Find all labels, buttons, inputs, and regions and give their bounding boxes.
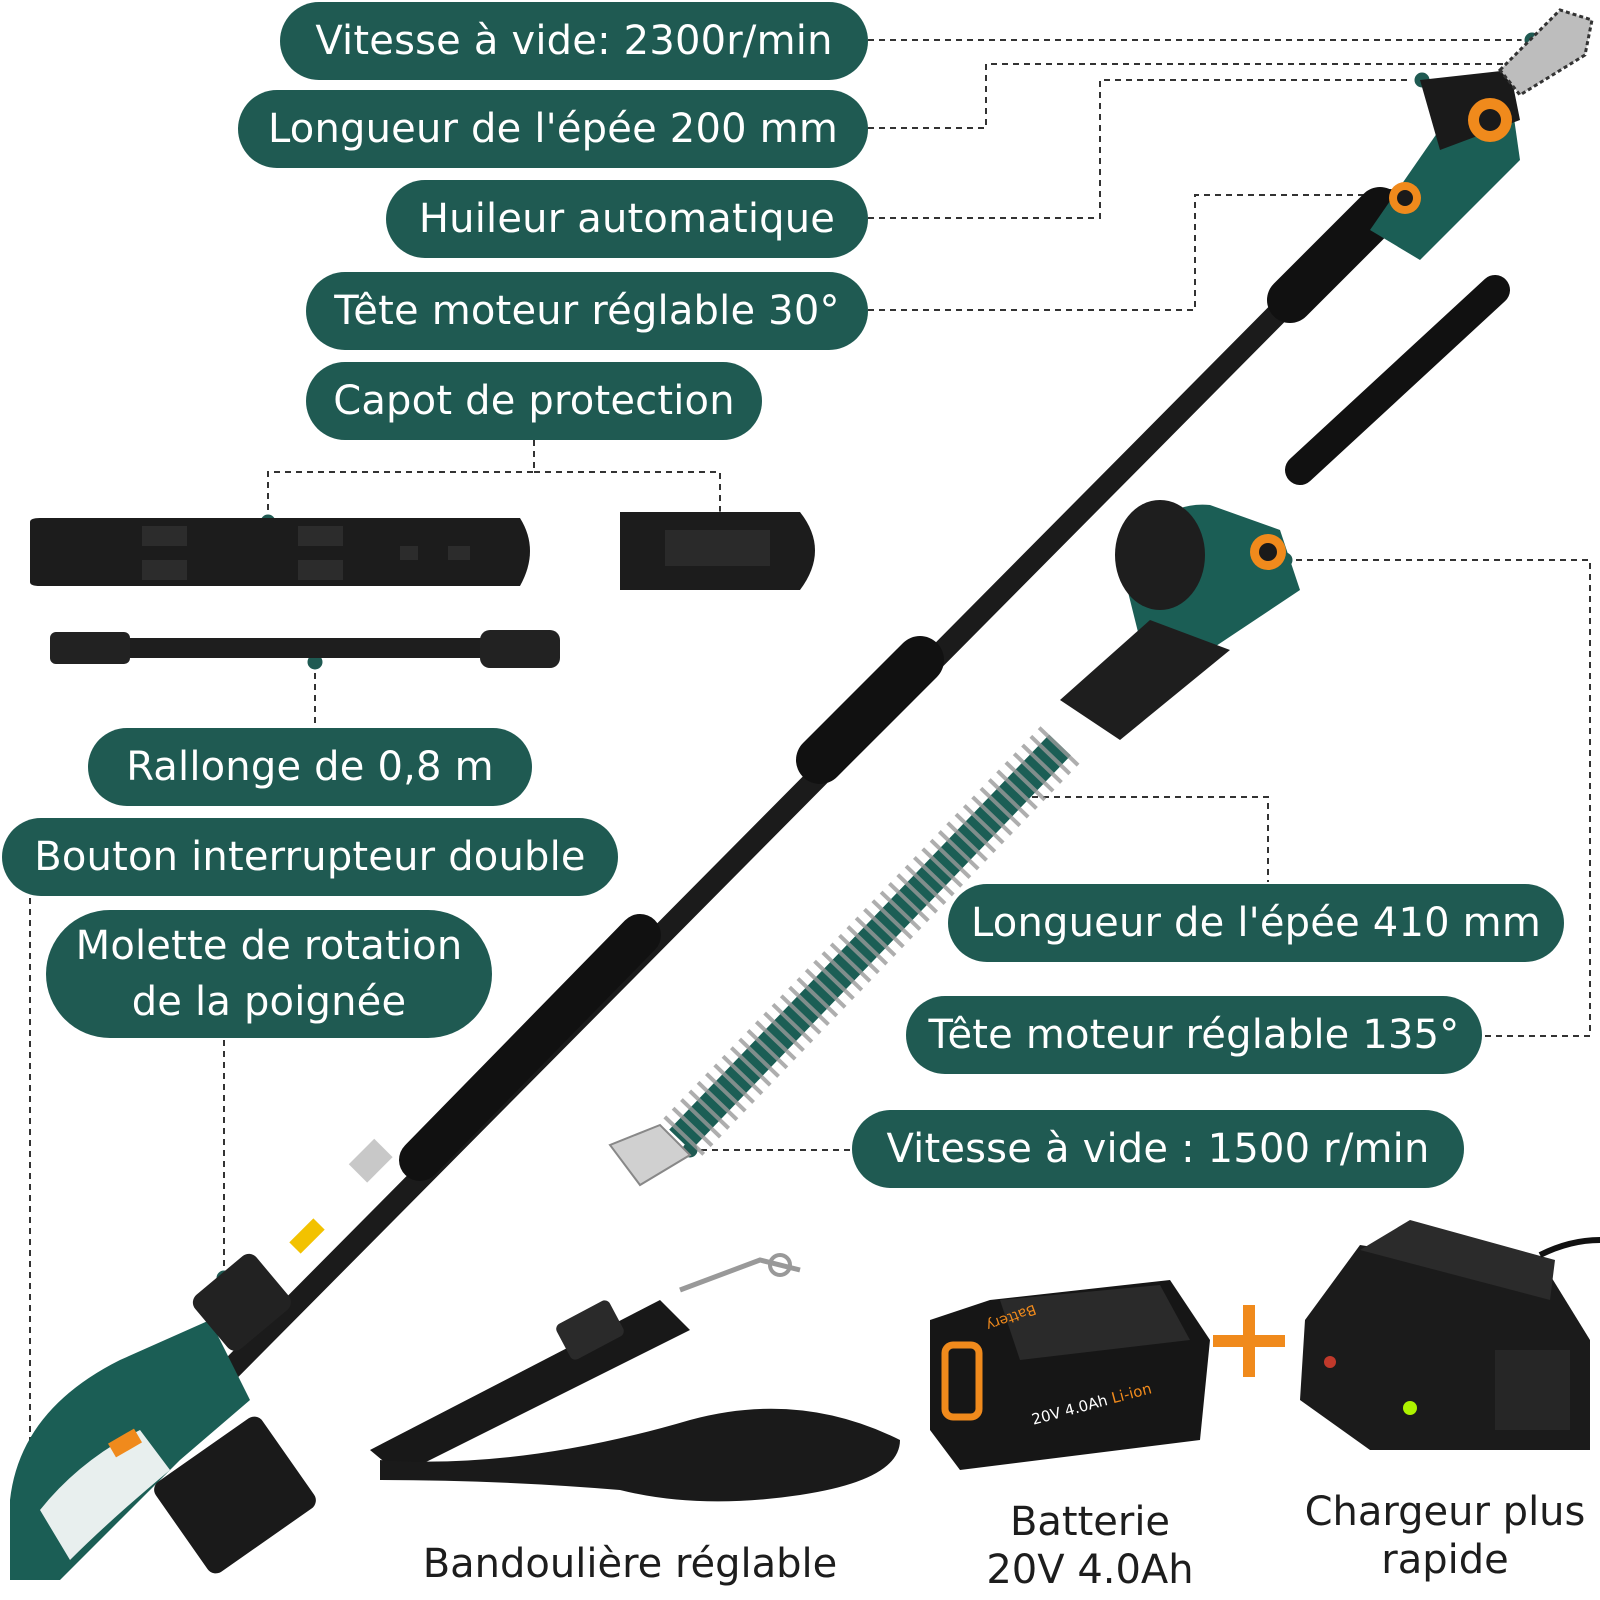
hedge-trimmer	[608, 275, 1510, 1187]
extension-pole	[50, 630, 560, 668]
callout-rotation-knob-line1: Molette de rotation	[75, 923, 463, 969]
callout-extension-text: Rallonge de 0,8 m	[126, 744, 494, 790]
callout-head-30: Tête moteur réglable 30°	[306, 272, 868, 350]
caption-strap: Bandoulière réglable	[400, 1540, 860, 1588]
caption-charger: Chargeur plus rapide	[1290, 1488, 1600, 1584]
caption-battery: Batterie 20V 4.0Ah	[960, 1498, 1220, 1594]
callout-head-135-text: Tête moteur réglable 135°	[928, 1012, 1460, 1058]
callout-auto-oiler-text: Huileur automatique	[418, 196, 836, 242]
leader-bar-length	[868, 63, 1520, 129]
callout-chainsaw-bar-length-text: Longueur de l'épée 200 mm	[267, 106, 839, 152]
callout-hedge-blade-length: Longueur de l'épée 410 mm	[948, 884, 1564, 962]
pole-saw-shaft	[189, 187, 1403, 1411]
leader-head-135	[1285, 559, 1591, 1037]
callout-hedge-speed-text: Vitesse à vide : 1500 r/min	[886, 1126, 1430, 1172]
caption-charger-line1: Chargeur plus	[1304, 1489, 1586, 1535]
callout-dual-switch: Bouton interrupteur double	[2, 818, 618, 896]
chainsaw-head	[1370, 8, 1594, 260]
callout-hedge-speed: Vitesse à vide : 1500 r/min	[852, 1110, 1464, 1188]
leader-hedge-blade	[1010, 796, 1269, 882]
caption-strap-text: Bandoulière réglable	[422, 1541, 838, 1587]
caption-battery-line1: Batterie	[1009, 1499, 1171, 1545]
shoulder-strap	[370, 1253, 900, 1502]
leader-head-30	[868, 194, 1400, 311]
callout-extension: Rallonge de 0,8 m	[88, 728, 532, 806]
callout-rotation-knob: Molette de rotation de la poignée	[46, 910, 492, 1038]
battery-pack	[930, 1280, 1210, 1470]
caption-charger-line2: rapide	[1381, 1537, 1509, 1583]
callout-protective-cover: Capot de protection	[306, 362, 762, 440]
callout-chainsaw-bar-length: Longueur de l'épée 200 mm	[238, 90, 868, 168]
chain-cover	[620, 512, 815, 590]
callout-dual-switch-text: Bouton interrupteur double	[34, 834, 586, 880]
leader-oiler	[868, 79, 1420, 219]
callout-auto-oiler: Huileur automatique	[386, 180, 868, 258]
callout-chainsaw-speed-text: Vitesse à vide: 2300r/min	[315, 18, 833, 64]
callout-protective-cover-text: Capot de protection	[333, 378, 735, 424]
callout-rotation-knob-line2: de la poignée	[131, 979, 407, 1025]
callout-head-135: Tête moteur réglable 135°	[906, 996, 1482, 1074]
leader-cover	[267, 440, 535, 520]
callout-chainsaw-speed: Vitesse à vide: 2300r/min	[280, 2, 868, 80]
charger	[1300, 1220, 1600, 1450]
plus-sign	[1213, 1305, 1285, 1377]
callout-hedge-blade-length-text: Longueur de l'épée 410 mm	[970, 900, 1542, 946]
rear-handle	[10, 1253, 316, 1580]
callout-head-30-text: Tête moteur réglable 30°	[334, 288, 840, 334]
caption-battery-line2: 20V 4.0Ah	[986, 1547, 1194, 1593]
chainsaw-scabbard	[30, 518, 530, 586]
